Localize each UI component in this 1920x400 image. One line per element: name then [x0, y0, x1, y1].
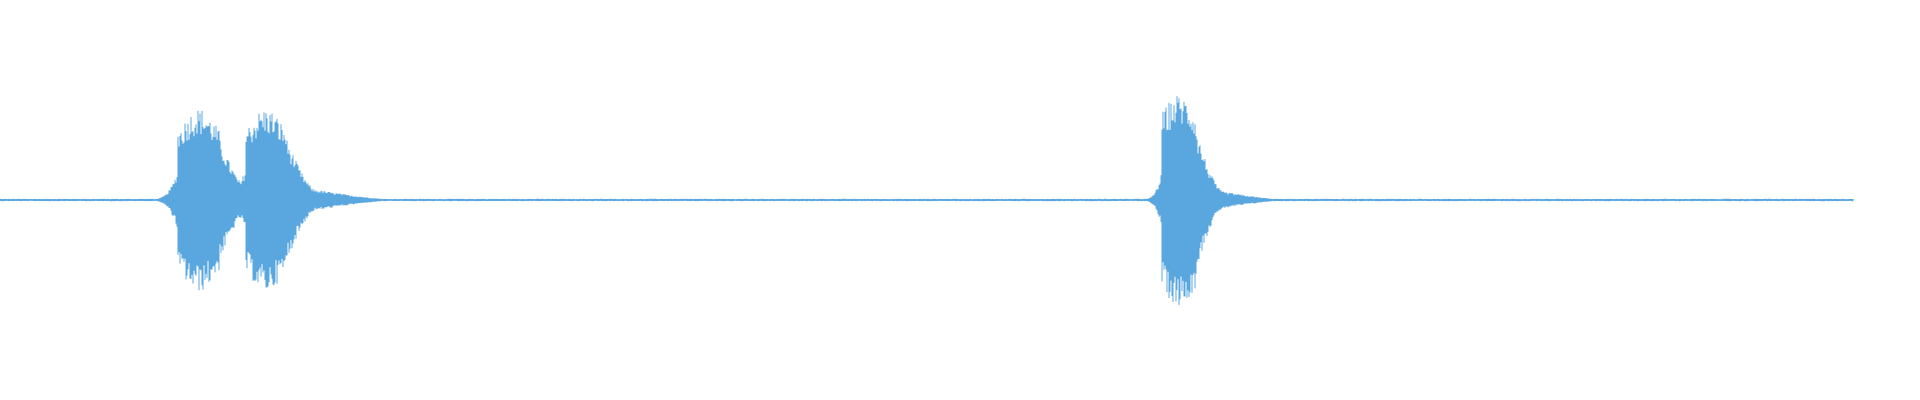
waveform-samples: [0, 96, 1854, 306]
waveform-amplitude: [0, 96, 1854, 306]
